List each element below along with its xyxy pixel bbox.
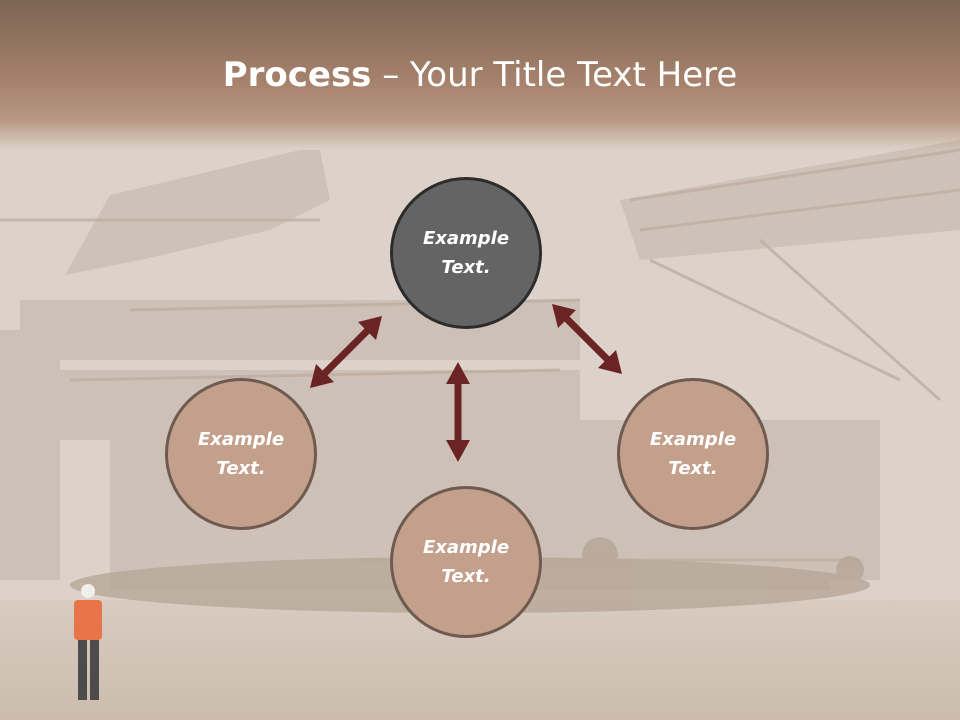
slide-title: Process – Your Title Text Here [0, 52, 960, 98]
title-bold: Process [222, 55, 372, 95]
node-text: Example Text. [422, 228, 510, 278]
worker-figure [74, 584, 102, 700]
node-text: Example Text. [422, 537, 510, 587]
cycle-node-bottom: Example Text. [390, 486, 542, 638]
cycle-node-right: Example Text. [617, 378, 769, 530]
node-text: Example Text. [197, 429, 285, 479]
title-rest: – Your Title Text Here [371, 55, 738, 95]
node-text: Example Text. [649, 429, 737, 479]
title-band [0, 0, 960, 150]
cycle-node-left: Example Text. [165, 378, 317, 530]
cycle-node-top: Example Text. [390, 177, 542, 329]
